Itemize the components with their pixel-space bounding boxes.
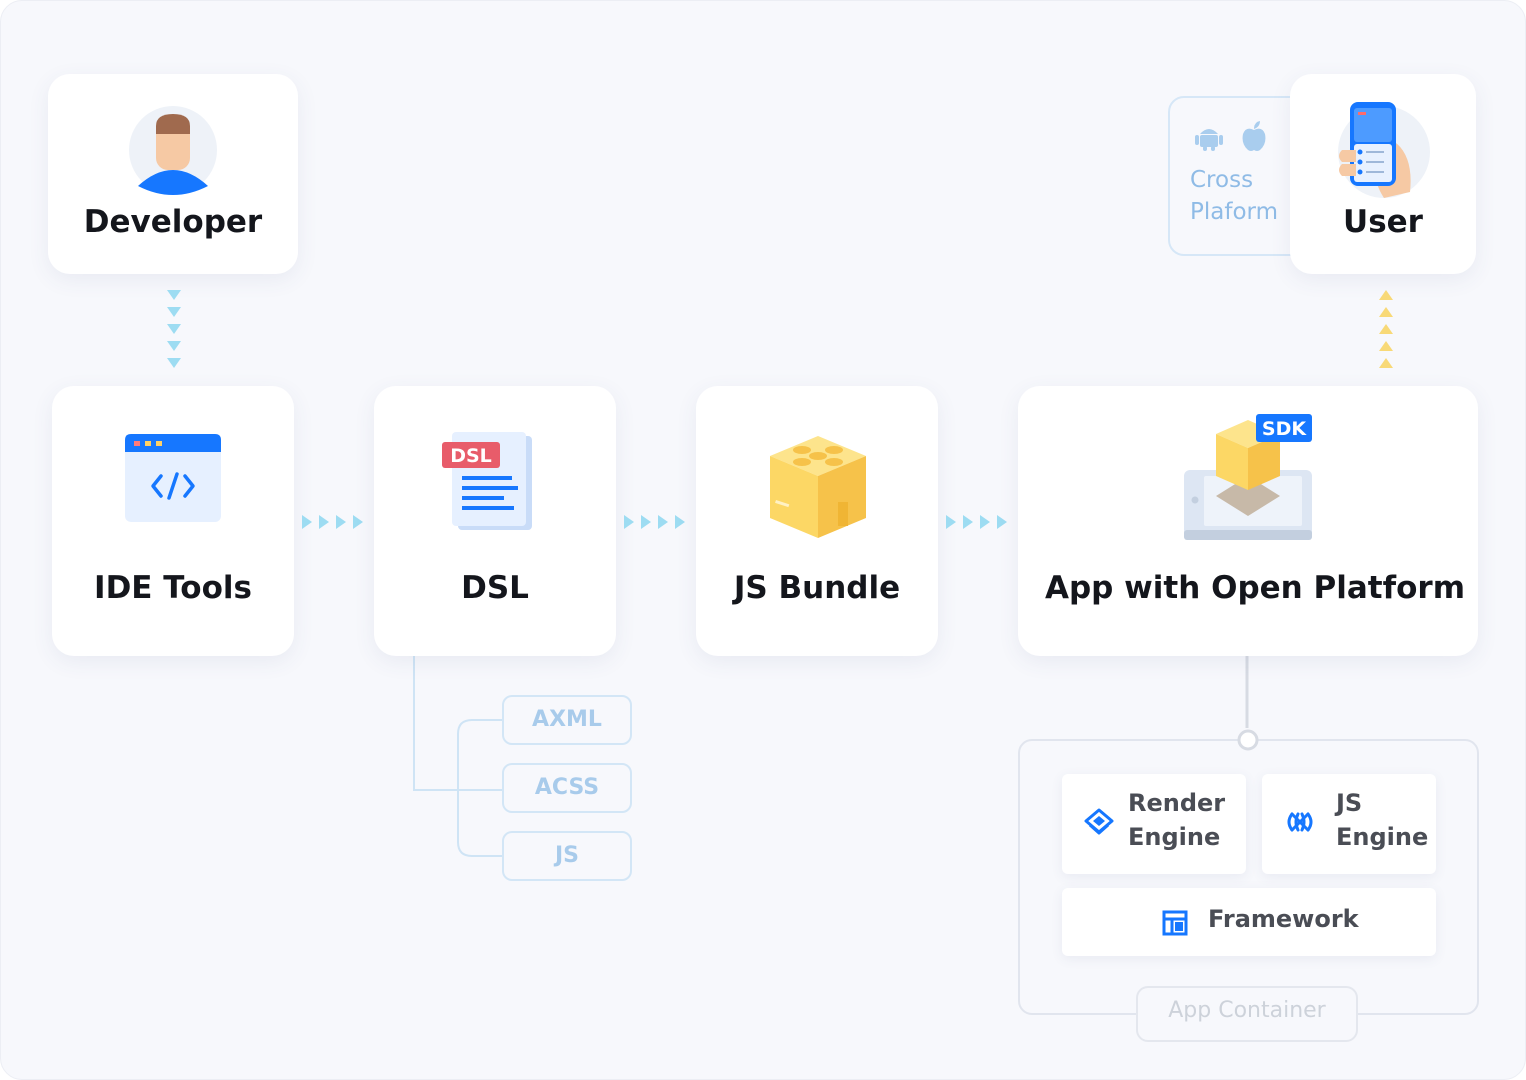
layers-icon (1084, 808, 1114, 835)
sdk-badge-text: SDK (1262, 418, 1307, 440)
platform-to-user-arrow (1379, 290, 1393, 368)
cross-platform-label: Cross Plaform (1190, 164, 1278, 228)
js-bundle-card: JS Bundle (696, 386, 938, 656)
phone-in-hand-icon (1338, 102, 1430, 198)
dsl-file-js: JS (502, 831, 632, 881)
render-engine-label: Render Engine (1128, 786, 1225, 854)
ide-tools-label: IDE Tools (94, 570, 252, 606)
framework-label: Framework (1208, 905, 1359, 933)
chain-icon (1287, 812, 1313, 832)
render-engine-line2: Engine (1128, 823, 1221, 851)
ide-to-dsl-arrow (302, 515, 363, 529)
developer-card: Developer (48, 74, 298, 274)
apple-icon (1242, 121, 1266, 151)
js-engine-label: JS Engine (1336, 786, 1428, 854)
render-engine-box: Render Engine (1062, 774, 1246, 874)
dsl-badge-text: DSL (450, 445, 492, 467)
tablet-with-cube-icon: SDK (1184, 414, 1312, 540)
user-label: User (1343, 204, 1423, 240)
document-icon: DSL (442, 432, 532, 530)
render-engine-line1: Render (1128, 789, 1226, 817)
js-engine-line2: Engine (1336, 823, 1429, 851)
framework-box: Framework (1062, 888, 1436, 956)
js-engine-box: JS Engine (1262, 774, 1436, 874)
ide-tools-card: IDE Tools (52, 386, 294, 656)
developer-to-ide-arrow (167, 290, 181, 368)
app-platform-card: SDK App with Open Platform (1018, 386, 1478, 656)
layout-grid-icon (1162, 910, 1188, 936)
app-container-label: App Container (1136, 986, 1358, 1042)
dsl-label: DSL (461, 570, 529, 606)
dsl-card: DSL DSL (374, 386, 616, 656)
dsl-file-acss: ACSS (502, 763, 632, 813)
dsl-file-axml: AXML (502, 695, 632, 745)
cross-platform-line1: Cross (1190, 167, 1254, 193)
android-icon (1195, 129, 1223, 151)
app-platform-label: App with Open Platform (1045, 570, 1465, 606)
user-card: User (1290, 74, 1476, 274)
building-block-icon (770, 436, 866, 538)
container-connector-node (1237, 729, 1259, 751)
js-bundle-label: JS Bundle (733, 570, 901, 606)
bundle-to-platform-arrow (946, 515, 1007, 529)
js-engine-line1: JS (1336, 789, 1363, 817)
dsl-to-bundle-arrow (624, 515, 685, 529)
developer-label: Developer (83, 204, 263, 240)
developer-avatar-icon (129, 106, 217, 195)
cross-platform-line2: Plaform (1190, 199, 1278, 225)
code-window-icon (125, 434, 221, 522)
